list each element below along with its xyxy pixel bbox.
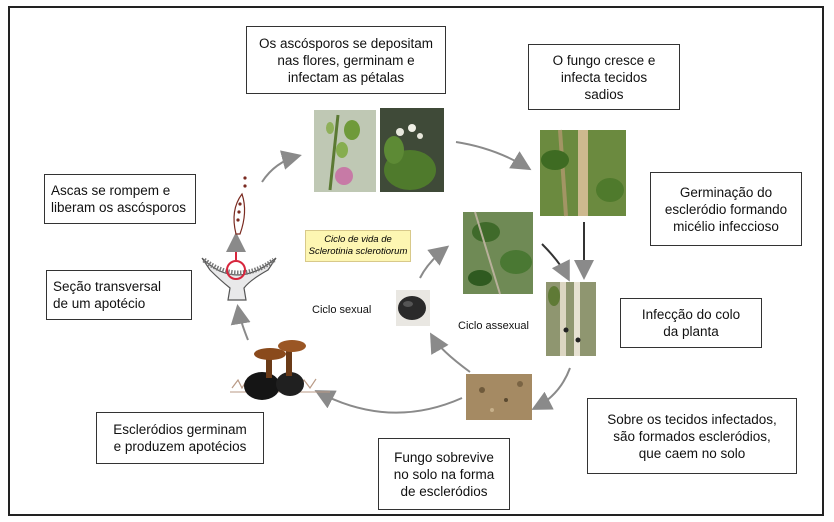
arrow-collar-to-soil — [531, 367, 571, 410]
caption-collar-infection: Infecção do colo da planta — [620, 298, 762, 348]
arrow-asci-to-flowers — [261, 150, 302, 183]
stem-photo — [540, 129, 626, 217]
sexual-cycle-label: Ciclo sexual — [312, 304, 372, 316]
apothecia-illustration — [230, 340, 330, 400]
mycelium-photo — [463, 211, 533, 295]
flower-photo-1 — [314, 110, 376, 192]
apothecium-section-illustration — [201, 176, 277, 301]
arrow-soil-to-sclerotia — [314, 390, 463, 414]
caption-survives-in-soil: Fungo sobrevive no solo na forma de escl… — [378, 438, 510, 510]
caption-cross-section: Seção transversal de um apotécio — [46, 270, 192, 320]
asexual-cycle-label: Ciclo assexual — [458, 320, 529, 332]
flower-photo-2 — [380, 108, 444, 192]
caption-sclerotia-germinate: Escleródios germinam e produzem apotécio… — [96, 412, 264, 464]
caption-asci-rupture: Ascas se rompem e liberam os ascósporos — [44, 174, 196, 224]
title-line-1: Ciclo de vida de — [324, 234, 392, 245]
sclerotium-photo — [396, 290, 430, 326]
arrow-mycelium-to-collar — [541, 243, 570, 282]
arrow-sclerotium-to-mycelium — [419, 245, 450, 279]
arrow-soil-to-sclerotium — [430, 332, 471, 373]
arrow-flowers-to-stem — [455, 141, 532, 171]
caption-germination: Germinação do escleródio formando micéli… — [650, 172, 802, 246]
title-line-2: Sclerotinia sclerotiorum — [308, 246, 408, 257]
caption-sclerotia-formed: Sobre os tecidos infectados, são formado… — [587, 398, 797, 474]
caption-fungus-grows: O fungo cresce e infecta tecidos sadios — [528, 44, 680, 110]
diagram-title: Ciclo de vida de Sclerotinia sclerotioru… — [305, 230, 411, 262]
collar-photo — [546, 282, 596, 356]
soil-photo — [466, 374, 532, 420]
caption-ascospores: Os ascósporos se depositam nas flores, g… — [246, 26, 446, 94]
arrow-sclerotia-to-section — [230, 304, 251, 341]
